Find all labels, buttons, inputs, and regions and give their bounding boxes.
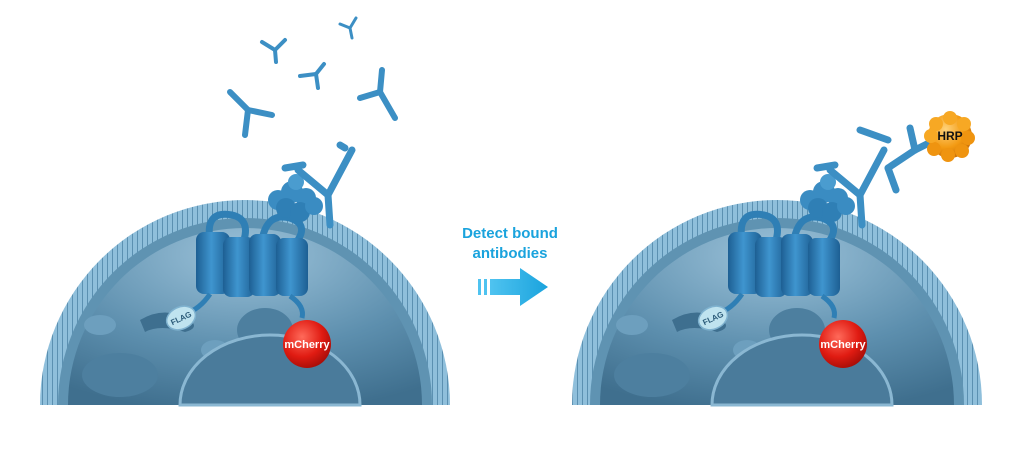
right-flag-tag: FLAG: [697, 305, 729, 331]
left-organelle: [84, 315, 116, 335]
right-hrp-enzyme: HRP: [924, 111, 975, 162]
left-receptor: [184, 210, 308, 319]
right-mcherry: mCherry: [819, 320, 867, 368]
left-receptor-tail: [288, 293, 305, 319]
right-organelle: [616, 315, 648, 335]
left-epitope-cluster: [268, 174, 323, 222]
left-free-antibody: [357, 67, 398, 121]
arrow-label-line2: antibodies: [472, 245, 547, 262]
left-helix: [249, 234, 281, 296]
left-mcherry-label: mCherry: [284, 339, 330, 351]
arrow-label-line1: Detect bound: [462, 225, 558, 242]
right-bound-antibody: [813, 146, 888, 229]
left-organelle: [82, 353, 158, 397]
left-helix: [276, 238, 308, 296]
left-free-antibody: [227, 89, 275, 138]
right-panel: FLAG mCherry: [572, 111, 982, 407]
arrow-head: [490, 268, 548, 306]
left-free-antibody: [338, 16, 358, 40]
left-bound-antibody: [281, 141, 356, 229]
right-helix: [755, 237, 787, 297]
left-panel: FLAG mCherry: [40, 16, 450, 407]
right-helix: [808, 238, 840, 296]
left-receptor-loop: [205, 210, 249, 241]
arrow-stripe: [484, 279, 487, 295]
left-flag-tag: FLAG: [165, 305, 197, 331]
hrp-label: HRP: [937, 129, 962, 143]
right-organelle: [614, 353, 690, 397]
right-helix: [781, 234, 813, 296]
right-helix: [728, 232, 762, 294]
left-helix: [196, 232, 230, 294]
arrow-stripe: [478, 279, 481, 295]
left-helix: [223, 237, 255, 297]
process-arrow: Detect bound antibodies: [462, 225, 558, 306]
left-mcherry: mCherry: [283, 320, 331, 368]
right-epitope-cluster: [800, 174, 855, 222]
right-mcherry-label: mCherry: [820, 339, 866, 351]
right-receptor: [716, 210, 840, 319]
left-free-antibody: [298, 62, 326, 90]
left-receptor-loop: [258, 213, 306, 242]
left-free-antibody: [260, 38, 287, 64]
right-cell: [572, 200, 982, 407]
